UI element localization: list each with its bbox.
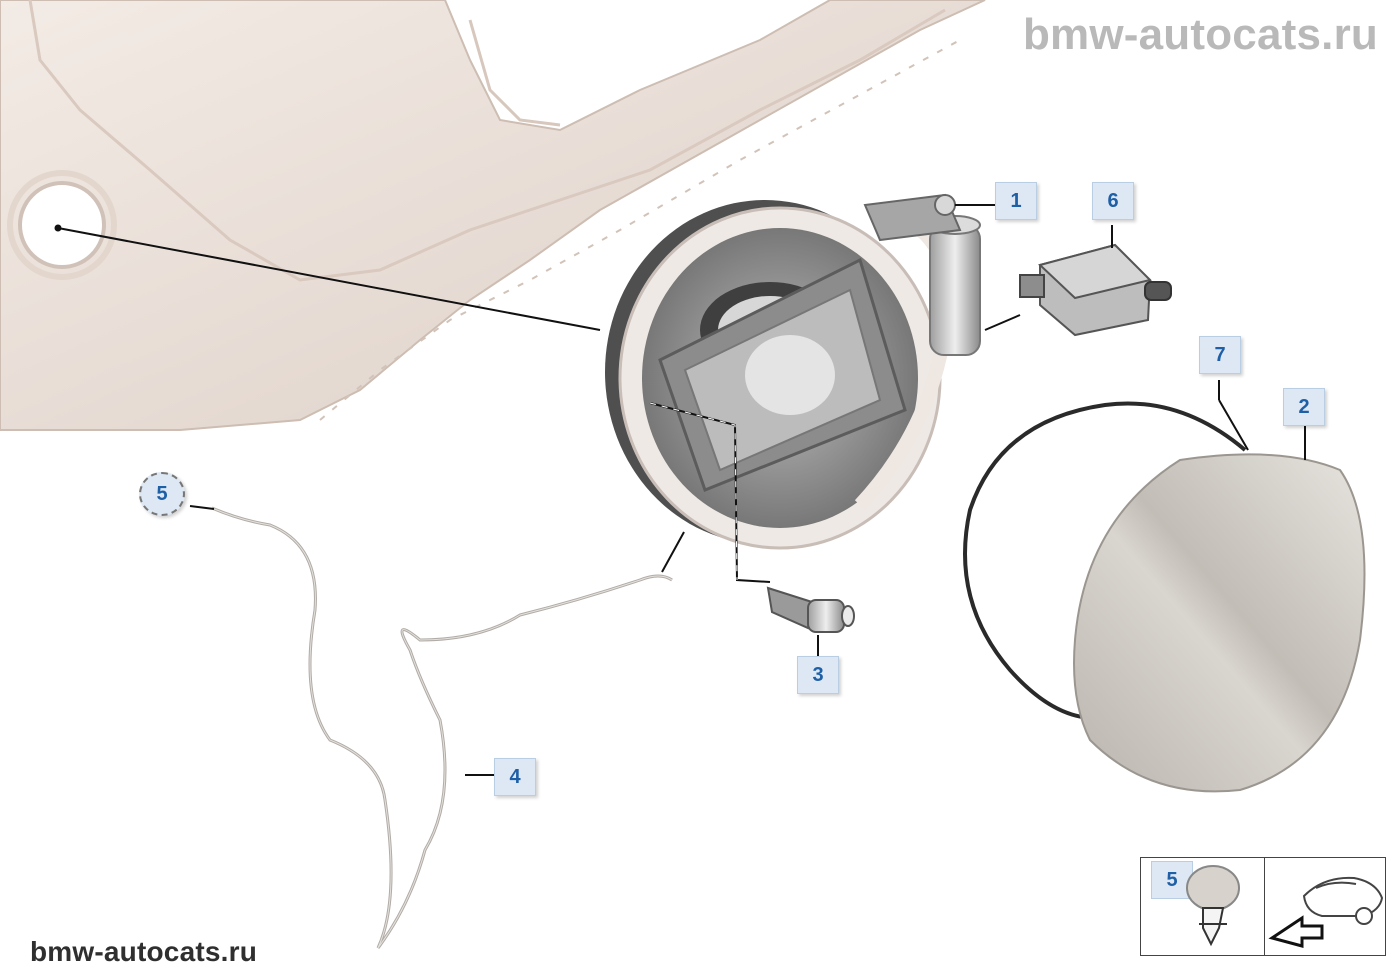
bushing bbox=[766, 586, 855, 656]
legend-divider bbox=[1264, 858, 1265, 955]
leader-6 bbox=[984, 314, 1021, 331]
actuator-motor bbox=[1019, 225, 1172, 337]
legend-box: 5 bbox=[1140, 857, 1386, 956]
bushing-guide bbox=[649, 402, 771, 583]
clip-icon bbox=[1186, 865, 1240, 947]
callout-7[interactable]: 7 bbox=[1199, 336, 1241, 374]
actuator-pin bbox=[863, 193, 981, 356]
gasket-and-cap bbox=[963, 380, 1366, 793]
watermark-top: bmw-autocats.ru bbox=[1022, 10, 1378, 59]
filler-housing bbox=[605, 200, 955, 550]
leader-opening bbox=[57, 227, 601, 331]
fuel-opening bbox=[18, 181, 106, 269]
vehicle-location-icon bbox=[1268, 876, 1384, 948]
callout-2[interactable]: 2 bbox=[1283, 388, 1325, 426]
callout-5[interactable]: 5 bbox=[139, 472, 185, 516]
callout-1[interactable]: 1 bbox=[995, 182, 1037, 220]
watermark-bottom: bmw-autocats.ru bbox=[30, 936, 258, 967]
callout-3[interactable]: 3 bbox=[797, 656, 839, 694]
callout-4[interactable]: 4 bbox=[494, 758, 536, 796]
emergency-cable bbox=[211, 506, 673, 949]
side-panel bbox=[0, 0, 986, 431]
leader-cable-end bbox=[661, 531, 685, 573]
legend-callout-5[interactable]: 5 bbox=[1151, 861, 1193, 899]
callout-6[interactable]: 6 bbox=[1092, 182, 1134, 220]
